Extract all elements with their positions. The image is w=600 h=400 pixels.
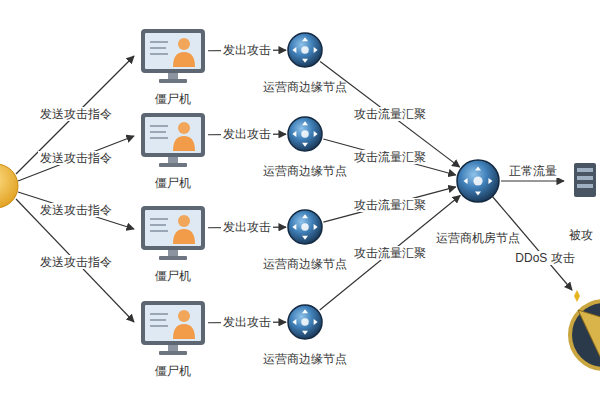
- node-label: 运营商机房节点: [436, 231, 520, 245]
- connector-arrow: [320, 196, 460, 310]
- zombie-computer-icon: [140, 205, 206, 261]
- edge-label: 发出攻击: [221, 43, 273, 57]
- edge-label: 攻击流量汇聚: [352, 150, 428, 164]
- edge-node-icon: [287, 209, 323, 245]
- node-label: 被攻: [569, 228, 593, 242]
- attack-label: DDoS 攻击: [513, 251, 576, 265]
- connector-arrow: [501, 180, 564, 181]
- node-label: 运营商边缘节点: [263, 352, 347, 366]
- node-label: 僵尸机: [155, 364, 191, 378]
- edge-label: 发出攻击: [221, 220, 273, 234]
- attacker-icon: [0, 164, 18, 208]
- command-label: 发送攻击指令: [38, 255, 114, 269]
- node-label: 运营商边缘节点: [263, 257, 347, 271]
- attacked-shield-icon: [570, 290, 600, 369]
- node-label: 僵尸机: [155, 269, 191, 283]
- edge-node: 运营商边缘节点: [250, 32, 360, 94]
- node-label: 僵尸机: [155, 92, 191, 106]
- node-label: 僵尸机: [155, 176, 191, 190]
- edge-label: 攻击流量汇聚: [352, 246, 428, 260]
- edge-node: 运营商边缘节点: [250, 304, 360, 366]
- command-arrow: [16, 56, 134, 174]
- edge-node-icon: [287, 32, 323, 68]
- edge-node-icon: [287, 116, 323, 152]
- command-arrow: [18, 136, 134, 181]
- connector-arrow: [323, 187, 455, 222]
- edge-label: 攻击流量汇聚: [352, 198, 428, 212]
- node-label: 运营商边缘节点: [263, 164, 347, 178]
- command-label: 发送攻击指令: [38, 107, 114, 121]
- zombie-node: 僵尸机: [133, 112, 213, 190]
- edge-node: 运营商边缘节点: [250, 116, 360, 178]
- node-label: 运营商边缘节点: [263, 80, 347, 94]
- zombie-node: 僵尸机: [133, 300, 213, 378]
- zombie-node: 僵尸机: [133, 205, 213, 283]
- server-icon: [566, 162, 596, 198]
- command-arrow: [18, 192, 134, 229]
- edge-node: 运营商边缘节点: [250, 209, 360, 271]
- command-label: 发送攻击指令: [38, 151, 114, 165]
- zombie-node: 僵尸机: [133, 28, 213, 106]
- edge-label: 正常流量: [507, 164, 559, 178]
- edge-label: 发出攻击: [221, 127, 273, 141]
- target-node: 被攻: [566, 162, 596, 242]
- edge-node-icon: [287, 304, 323, 340]
- zombie-computer-icon: [140, 28, 206, 84]
- edge-label: 发出攻击: [221, 315, 273, 329]
- command-arrow: [16, 199, 134, 322]
- connector-arrow: [320, 61, 460, 167]
- core-node-icon: [456, 159, 500, 203]
- command-label: 发送攻击指令: [38, 203, 114, 217]
- zombie-computer-icon: [140, 300, 206, 356]
- edge-label: 攻击流量汇聚: [352, 107, 428, 121]
- zombie-computer-icon: [140, 112, 206, 168]
